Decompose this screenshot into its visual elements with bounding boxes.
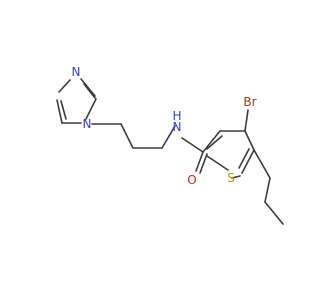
atom-oxygen-carbonyl: O	[187, 173, 196, 187]
bond	[206, 155, 229, 171]
bond	[238, 148, 250, 169]
bond	[206, 135, 223, 150]
bond	[199, 153, 208, 174]
bond	[253, 149, 271, 179]
atom-hydrogen-amide: H	[172, 109, 181, 123]
bond	[244, 130, 255, 151]
atom-nitrogen-imidazole-linked: N	[83, 117, 92, 131]
bond	[181, 137, 204, 153]
bond	[231, 175, 241, 179]
atom-nitrogen-imidazole-top: N	[72, 65, 81, 79]
structure-svg: N N N H O S Br	[56, 65, 284, 225]
bond	[264, 177, 271, 203]
bond	[80, 78, 96, 97]
bond	[161, 125, 176, 149]
bond	[264, 201, 284, 225]
atom-nitrogen-amide: N	[173, 120, 182, 134]
bond	[120, 123, 134, 149]
bond	[83, 83, 96, 99]
bond	[244, 109, 249, 132]
molecule-diagram: N N N H O S Br	[56, 65, 284, 225]
bond	[58, 79, 71, 93]
bond	[60, 100, 67, 120]
bond	[195, 151, 204, 172]
bond	[241, 149, 255, 174]
bond	[202, 130, 221, 153]
atom-bromine: Br	[243, 95, 256, 109]
atom-sulfur-thiophene: S	[227, 171, 235, 185]
bond	[85, 98, 97, 120]
bond	[56, 99, 63, 124]
